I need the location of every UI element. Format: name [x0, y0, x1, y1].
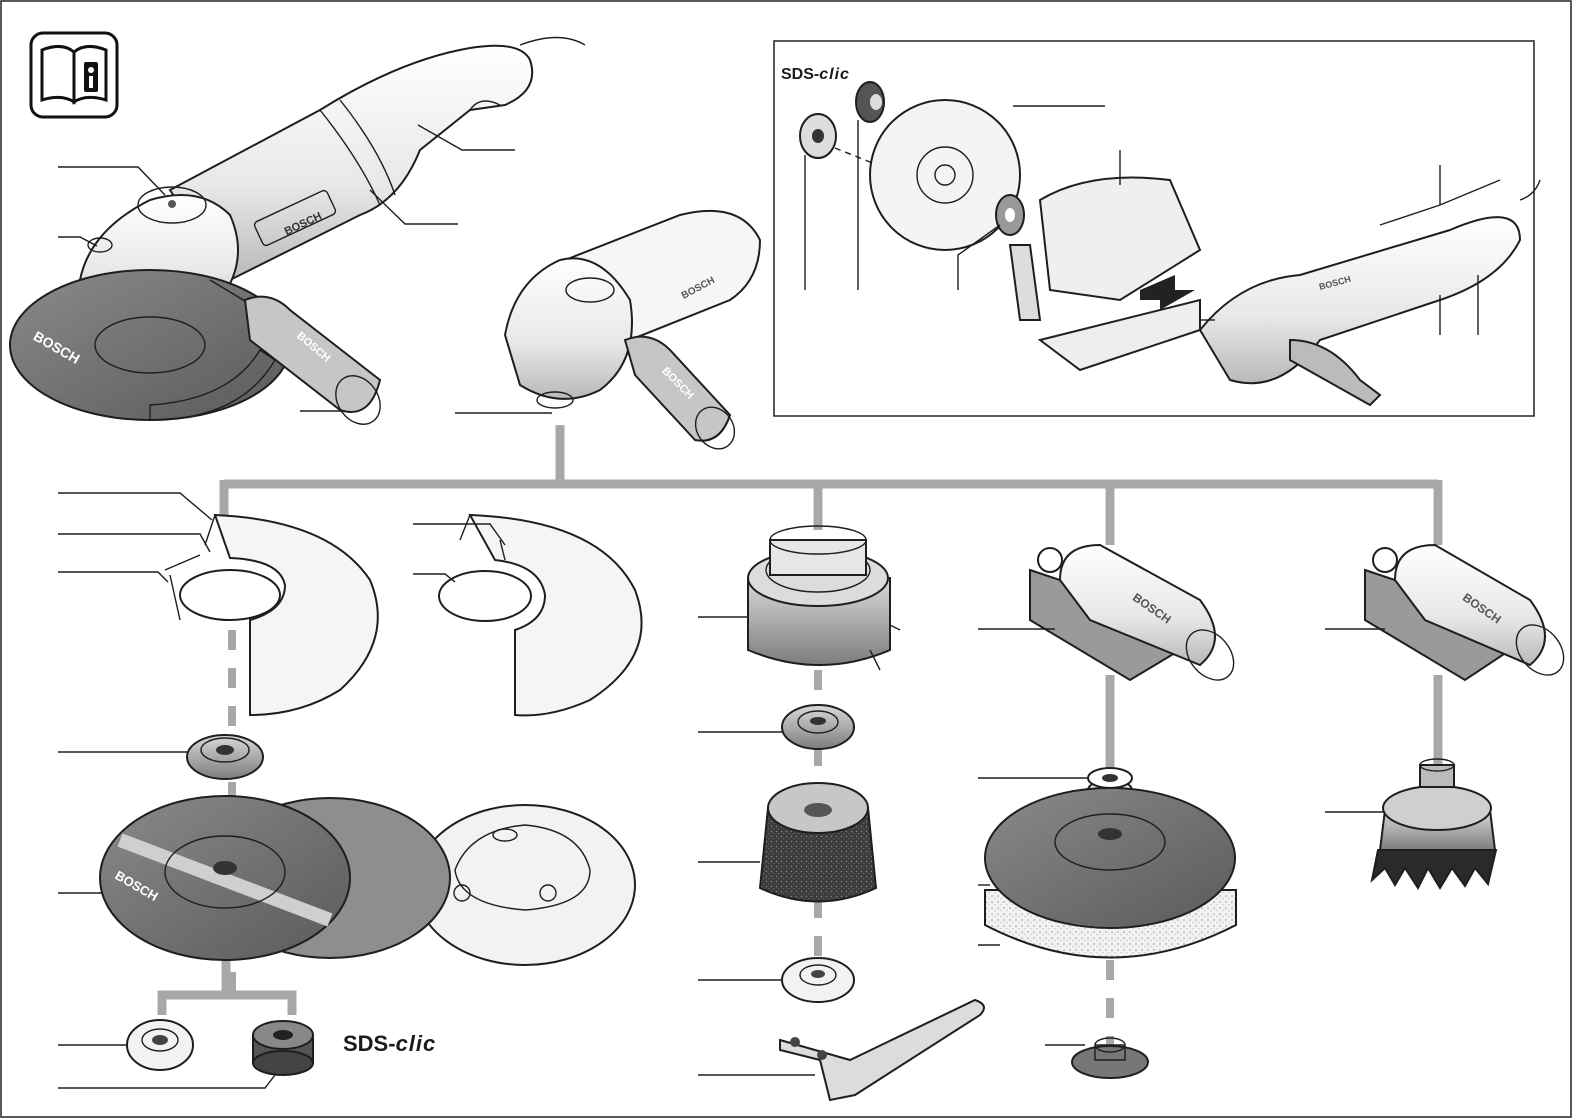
protective-guard-open [413, 513, 643, 717]
sds-clic-label-top: SDS-clic [781, 66, 850, 83]
cup-grinding-wheel [698, 782, 878, 903]
clamping-nut [58, 1019, 194, 1071]
cup-wire-brush [1325, 758, 1498, 891]
handle-with-hand-guard-1: BOSCH [978, 543, 1235, 682]
grinding-discs-group: BOSCH [58, 795, 636, 966]
clamping-nut-center [698, 957, 855, 1003]
two-pin-spanner [698, 998, 985, 1102]
cup-wheel-guard [698, 525, 901, 671]
mounting-flange-left [58, 734, 264, 780]
cutting-guide-inset: BOSCH [773, 40, 1541, 417]
sds-clic-quick-clamping-nut [58, 1020, 314, 1089]
sds-clic-label-bottom: SDS-clic [343, 1031, 437, 1056]
protective-guard-closed [58, 492, 379, 717]
angle-grinder-center: BOSCH BOSCH [455, 209, 762, 450]
angle-grinder-main: BOSCH BOSCH BOSCH [9, 36, 586, 425]
handle-with-hand-guard-2: BOSCH [1325, 543, 1565, 682]
mounting-flange-center [698, 704, 855, 750]
rubber-sanding-plate-assembly [978, 767, 1237, 1079]
read-manual-info-icon [29, 31, 119, 119]
